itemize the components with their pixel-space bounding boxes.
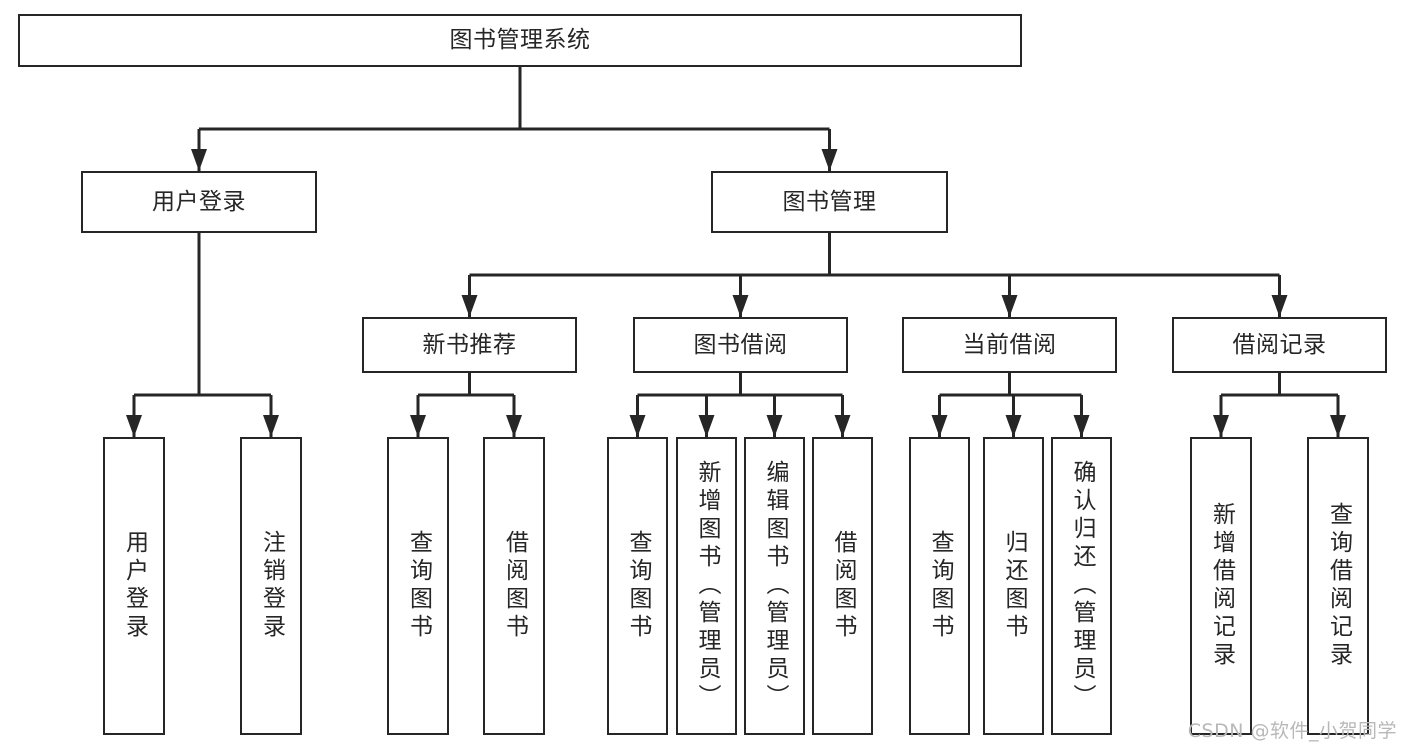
arrowhead-leaf-cb-query	[931, 415, 948, 437]
node-leaf-user-login[interactable]: 用户登录	[103, 437, 165, 735]
node-label: 图书管理	[782, 188, 877, 215]
node-leaf-bb-edit[interactable]: 编辑图书（管理员）	[744, 437, 805, 735]
node-label: 借阅图书	[501, 530, 528, 642]
node-leaf-rec-borrow[interactable]: 借阅图书	[483, 437, 545, 735]
node-leaf-bb-borrow[interactable]: 借阅图书	[812, 437, 873, 735]
node-user-login[interactable]: 用户登录	[81, 171, 317, 233]
arrowhead-book-manage	[821, 149, 838, 171]
node-book-borrow[interactable]: 图书借阅	[633, 317, 848, 373]
node-label: 借阅图书	[830, 530, 856, 642]
arrowhead-borrow-record	[1271, 295, 1288, 317]
arrowhead-new-book-rec	[461, 295, 478, 317]
arrowhead-user-login	[191, 149, 207, 171]
arrowhead-current-borrow	[1001, 295, 1018, 317]
arrowhead-leaf-bb-borrow	[834, 415, 851, 437]
node-leaf-br-add[interactable]: 新增借阅记录	[1190, 437, 1252, 735]
arrowhead-leaf-br-add	[1213, 415, 1229, 437]
arrowhead-leaf-bb-add	[698, 415, 715, 437]
node-label: 确认归还（管理员）	[1069, 460, 1095, 712]
node-current-borrow[interactable]: 当前借阅	[902, 317, 1117, 373]
arrowhead-leaf-bb-edit	[766, 415, 783, 437]
node-label: 当前借阅	[962, 331, 1057, 358]
node-label: 归还图书	[1001, 530, 1027, 642]
node-new-book-rec[interactable]: 新书推荐	[362, 317, 577, 373]
node-label: 查询图书	[927, 530, 953, 642]
node-label: 图书管理系统	[449, 27, 591, 54]
node-label: 查询借阅记录	[1325, 502, 1352, 670]
node-leaf-br-query[interactable]: 查询借阅记录	[1307, 437, 1369, 735]
arrowhead-leaf-user-login	[126, 415, 142, 437]
node-label: 新增图书（管理员）	[694, 460, 720, 712]
node-label: 查询图书	[625, 530, 651, 642]
node-leaf-cb-confirm[interactable]: 确认归还（管理员）	[1051, 437, 1112, 735]
node-leaf-cb-return[interactable]: 归还图书	[983, 437, 1044, 735]
node-label: 用户登录	[152, 188, 246, 215]
node-leaf-bb-query[interactable]: 查询图书	[607, 437, 668, 735]
node-leaf-rec-query[interactable]: 查询图书	[387, 437, 449, 735]
node-leaf-cb-query[interactable]: 查询图书	[909, 437, 970, 735]
node-label: 新书推荐	[422, 331, 517, 358]
watermark-text: CSDN @软件_小贺同学	[1187, 720, 1397, 742]
node-leaf-user-logout[interactable]: 注销登录	[240, 437, 302, 735]
node-book-manage[interactable]: 图书管理	[711, 171, 948, 233]
node-leaf-bb-add[interactable]: 新增图书（管理员）	[676, 437, 737, 735]
arrowhead-book-borrow	[732, 295, 749, 317]
node-root[interactable]: 图书管理系统	[18, 14, 1022, 67]
node-label: 借阅记录	[1232, 331, 1327, 358]
node-label: 新增借阅记录	[1208, 502, 1235, 670]
node-label: 查询图书	[405, 530, 432, 642]
node-label: 图书借阅	[693, 331, 788, 358]
node-borrow-record[interactable]: 借阅记录	[1172, 317, 1387, 373]
node-label: 编辑图书（管理员）	[762, 460, 788, 712]
arrowhead-leaf-br-query	[1330, 415, 1346, 437]
arrowhead-leaf-user-logout	[263, 415, 279, 437]
arrowhead-leaf-cb-confirm	[1073, 415, 1090, 437]
arrowhead-leaf-rec-query	[410, 415, 426, 437]
arrowhead-leaf-rec-borrow	[506, 415, 522, 437]
node-label: 用户登录	[121, 530, 148, 642]
arrowhead-leaf-bb-query	[629, 415, 646, 437]
arrowhead-leaf-cb-return	[1005, 415, 1022, 437]
node-label: 注销登录	[258, 530, 285, 642]
